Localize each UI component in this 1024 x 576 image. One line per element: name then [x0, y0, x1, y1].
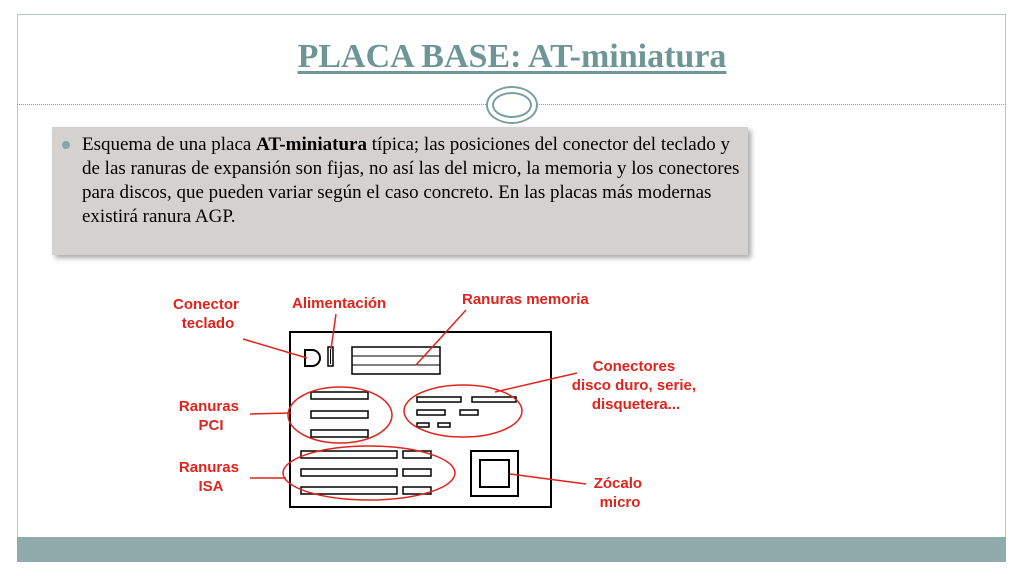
keyboard-connector — [304, 349, 321, 367]
label-line: micro — [600, 494, 641, 511]
isa-highlight — [282, 445, 456, 501]
label-line: disquetera... — [592, 396, 680, 413]
label-line: Zócalo — [594, 475, 642, 492]
pci-highlight — [287, 386, 393, 444]
label-ranuras-memoria: Ranuras memoria — [462, 291, 589, 308]
pci-slot — [310, 429, 369, 438]
label-zocalo-micro: Zócalo micro — [594, 475, 647, 511]
label-alimentacion: Alimentación — [292, 295, 386, 312]
label-line: PCI — [198, 417, 223, 434]
bullet-dot-icon — [62, 141, 70, 149]
bullet-text-prefix: Esquema de una placa — [82, 134, 257, 155]
isa-slot-end — [402, 450, 432, 459]
keyboard-leader — [242, 338, 308, 359]
label-line: Alimentación — [292, 295, 386, 312]
slide-title: PLACA BASE: AT-miniatura — [297, 38, 727, 75]
serial-connector — [416, 409, 446, 416]
label-line: ISA — [198, 478, 223, 495]
disk-connector — [416, 396, 462, 403]
disk-connector — [471, 396, 517, 403]
label-line: Ranuras memoria — [462, 291, 589, 308]
bullet-text: Esquema de una placa AT-miniatura típica… — [82, 133, 742, 229]
bullet-text-bold: AT-miniatura — [256, 134, 367, 155]
footer-bar — [17, 537, 1006, 562]
ornament-inner-ring — [492, 92, 532, 118]
power-connector — [327, 346, 334, 367]
divider-ornament-icon — [486, 86, 538, 124]
serial-connector — [459, 409, 479, 416]
socket-leader — [509, 473, 587, 485]
label-ranuras-isa: Ranuras ISA — [179, 459, 243, 495]
pci-slot — [310, 410, 369, 419]
label-line: Conector — [173, 296, 239, 313]
isa-slot — [300, 450, 398, 459]
connectors-leader — [494, 372, 578, 393]
cpu-socket-inner — [479, 459, 510, 488]
label-line: teclado — [182, 315, 235, 332]
isa-slot — [300, 486, 398, 495]
label-conector-teclado: Conector teclado — [173, 296, 243, 332]
bullet-box — [52, 127, 748, 255]
memory-slots — [351, 346, 441, 375]
floppy-connector — [437, 422, 451, 428]
label-line: Ranuras — [179, 398, 239, 415]
pci-slot — [310, 391, 369, 400]
label-line: Conectores — [593, 358, 676, 375]
label-conectores: Conectores disco duro, serie, disquetera… — [572, 358, 700, 413]
memory-leader — [415, 309, 467, 366]
label-line: disco duro, serie, — [572, 377, 696, 394]
power-leader — [330, 313, 337, 350]
isa-slot-end — [402, 468, 432, 477]
bullet-text-suffix: típica; las posiciones del conector del … — [82, 134, 740, 227]
connectors-highlight — [403, 384, 523, 438]
isa-slot-end — [402, 486, 432, 495]
floppy-connector — [416, 422, 430, 428]
isa-slot — [300, 468, 398, 477]
pci-leader — [249, 412, 292, 415]
board-outline — [289, 331, 552, 508]
label-ranuras-pci: Ranuras PCI — [179, 398, 243, 434]
cpu-socket-outer — [470, 450, 519, 497]
label-line: Ranuras — [179, 459, 239, 476]
